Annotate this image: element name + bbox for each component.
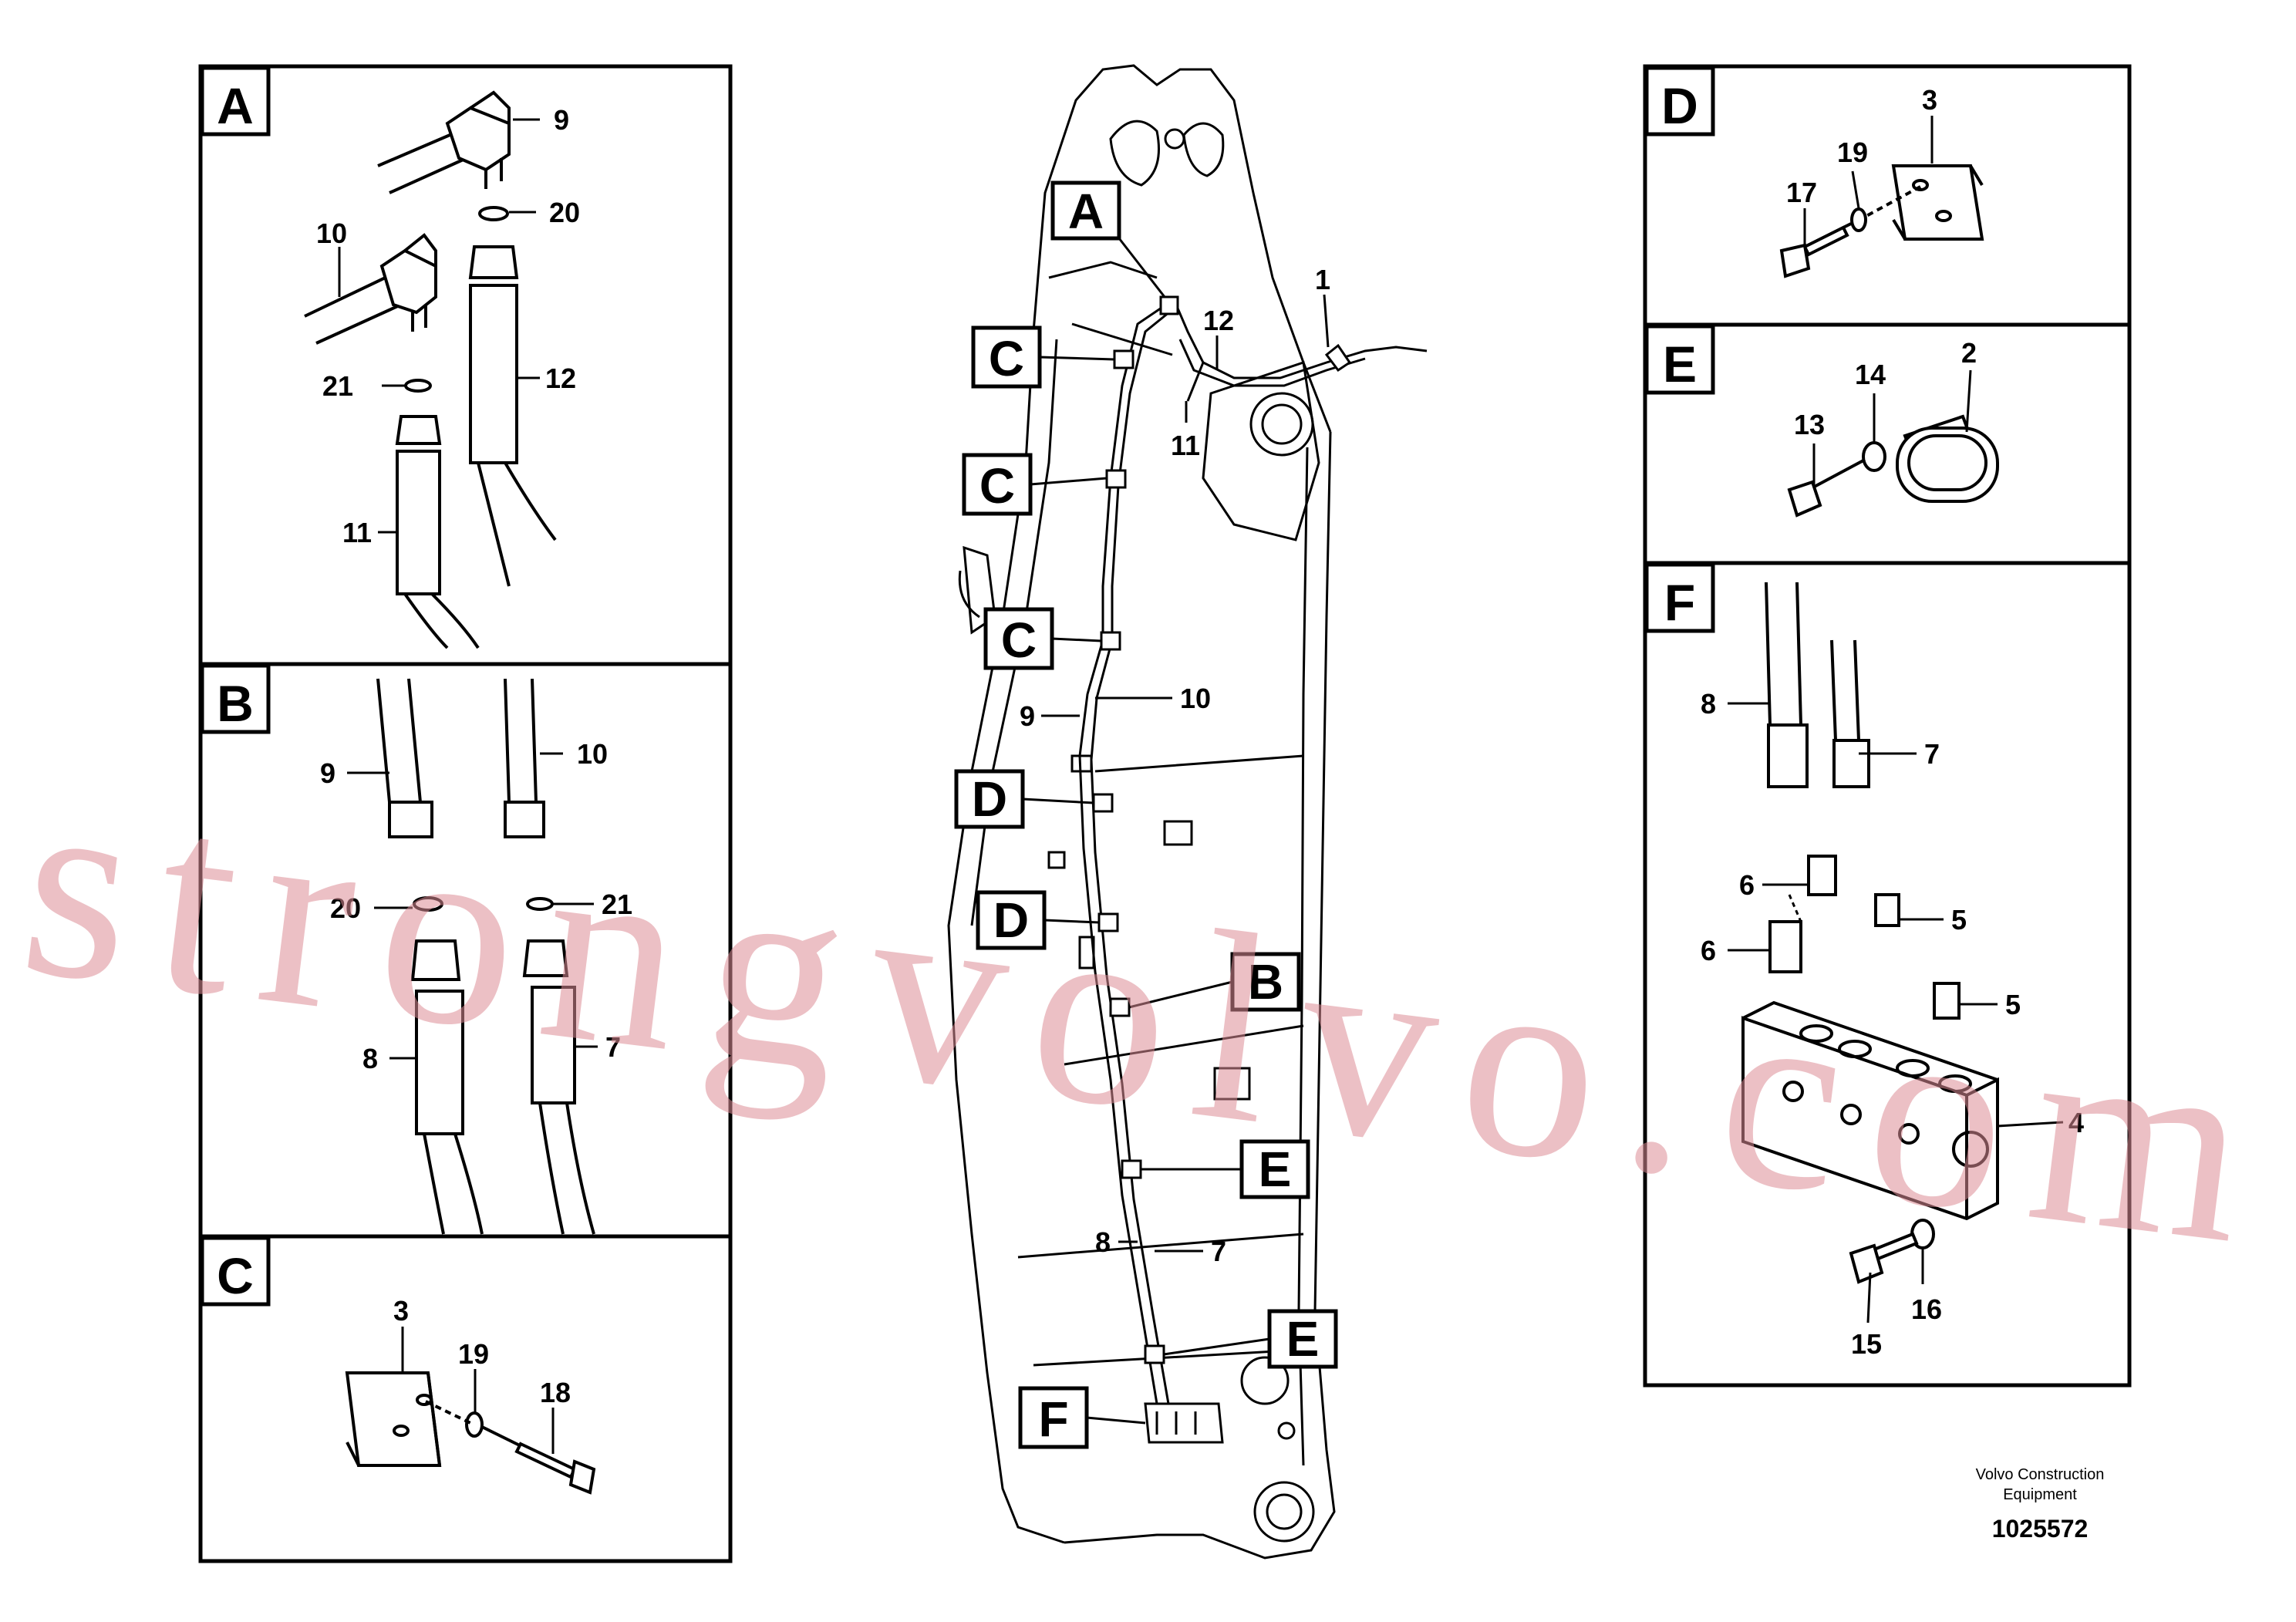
part-label: 21 bbox=[322, 370, 353, 402]
callout-c: C bbox=[1001, 612, 1037, 668]
callout-b: B bbox=[1248, 954, 1283, 1010]
part-label: 19 bbox=[458, 1338, 489, 1370]
callout-d: D bbox=[972, 771, 1007, 827]
panel-f-frame bbox=[1643, 561, 2132, 1388]
part-label: 12 bbox=[1203, 305, 1234, 336]
part-label: 6 bbox=[1739, 869, 1755, 901]
part-label: 18 bbox=[540, 1377, 571, 1408]
hose-routing bbox=[1078, 295, 1428, 1444]
part-label: 14 bbox=[1855, 359, 1886, 390]
part-label: 13 bbox=[1794, 409, 1825, 440]
callout-d: D bbox=[993, 892, 1029, 948]
panel-f-letter: F bbox=[1664, 574, 1695, 631]
callout-e: E bbox=[1259, 1141, 1292, 1197]
panel-a-drawing bbox=[304, 90, 557, 649]
part-label: 9 bbox=[554, 104, 569, 136]
part-label: 5 bbox=[1951, 904, 1967, 936]
part-label: 3 bbox=[393, 1295, 409, 1327]
part-label: 1 bbox=[1315, 264, 1330, 295]
panel-b-frame bbox=[198, 662, 733, 1239]
part-label: 11 bbox=[1171, 430, 1200, 461]
panel-a-leaders bbox=[338, 118, 540, 534]
callout-c: C bbox=[989, 331, 1024, 386]
panel-d-drawing bbox=[1779, 164, 1984, 278]
panel-c-frame bbox=[198, 1234, 733, 1563]
main-part-leaders bbox=[1041, 294, 1330, 1253]
part-label: 8 bbox=[1095, 1226, 1111, 1258]
part-label: 7 bbox=[605, 1031, 621, 1063]
panel-letter-boxes bbox=[200, 66, 1715, 1307]
panel-b-leaders bbox=[347, 752, 598, 1060]
part-label: 10 bbox=[316, 218, 347, 249]
part-label: 7 bbox=[1211, 1236, 1226, 1267]
part-label: 17 bbox=[1786, 177, 1817, 208]
part-label: 16 bbox=[1911, 1293, 1942, 1325]
panel-b-drawing bbox=[376, 678, 595, 1235]
main-callout-leaders bbox=[1022, 238, 1270, 1425]
callout-a: A bbox=[1068, 184, 1104, 239]
part-label: 6 bbox=[1701, 935, 1716, 966]
panel-e-leaders bbox=[1812, 369, 1972, 484]
company-name-line2: Equipment bbox=[2003, 1486, 2077, 1503]
panel-c-leaders bbox=[401, 1327, 555, 1454]
part-label: 15 bbox=[1851, 1328, 1882, 1360]
part-label: 20 bbox=[549, 197, 580, 228]
part-label: 12 bbox=[545, 363, 576, 394]
panel-e-frame bbox=[1643, 322, 2132, 565]
part-label: 7 bbox=[1924, 738, 1940, 770]
diagram-number: 1025572 bbox=[1992, 1515, 2089, 1543]
panel-e-letter: E bbox=[1663, 336, 1697, 393]
part-label: 11 bbox=[342, 517, 372, 548]
part-label: 4 bbox=[2068, 1107, 2084, 1138]
part-label: 5 bbox=[2005, 989, 2021, 1020]
panel-b-letter: B bbox=[217, 675, 254, 732]
panel-d-frame bbox=[1643, 64, 2132, 327]
panel-c-letter: C bbox=[217, 1247, 254, 1304]
company-name-line1: Volvo Construction bbox=[1976, 1466, 2105, 1483]
part-label: 20 bbox=[330, 892, 361, 924]
callout-c: C bbox=[979, 458, 1015, 514]
part-label: 2 bbox=[1961, 337, 1977, 369]
part-label: 21 bbox=[602, 889, 632, 920]
part-label: 8 bbox=[362, 1043, 378, 1074]
panel-e-drawing bbox=[1787, 414, 1999, 518]
part-label: 9 bbox=[1020, 700, 1035, 732]
panel-f-leaders bbox=[1728, 702, 2064, 1324]
panel-c-drawing bbox=[345, 1371, 596, 1495]
part-label: 3 bbox=[1922, 84, 1937, 116]
part-label: 10 bbox=[577, 738, 608, 770]
part-label: 8 bbox=[1701, 688, 1716, 720]
panel-d-leaders bbox=[1803, 116, 1934, 248]
part-label: 10 bbox=[1180, 683, 1211, 714]
panel-f-drawing bbox=[1741, 582, 1999, 1284]
callout-e: E bbox=[1286, 1311, 1320, 1367]
part-label: 9 bbox=[320, 757, 335, 789]
panel-a-letter: A bbox=[217, 77, 254, 134]
callout-f: F bbox=[1038, 1391, 1068, 1447]
panel-d-letter: D bbox=[1661, 77, 1698, 134]
part-label: 19 bbox=[1837, 137, 1868, 168]
